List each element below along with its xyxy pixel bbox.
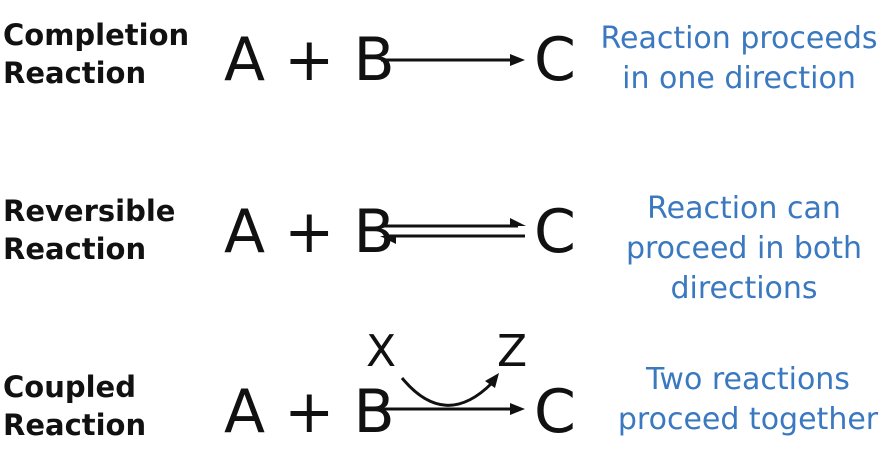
label-line: Completion [3, 18, 190, 52]
description-line: proceed in both [625, 231, 863, 266]
label-line: Reversible [3, 194, 176, 228]
coupled-side-reactant: X [366, 326, 397, 377]
coupled-side-product: Z [497, 326, 528, 377]
label-line: Coupled [3, 370, 136, 404]
description-line: directions [670, 271, 818, 306]
reversible-reactants: A + B [224, 197, 395, 267]
description-line: in one direction [622, 61, 856, 96]
reversible-product: C [534, 197, 576, 267]
reversible-description: Reaction can proceed in both directions [604, 189, 884, 309]
completion-reactants: A + B [224, 25, 395, 95]
reversible-reaction-label: Reversible Reaction [3, 192, 175, 268]
description-line: Reaction proceeds [600, 21, 878, 56]
description-line: Two reactions [646, 362, 850, 397]
description-line: proceed together [617, 402, 879, 437]
single-forward-arrow-icon [381, 54, 525, 66]
coupled-product: C [534, 377, 576, 447]
coupled-reaction-label: Coupled Reaction [3, 368, 146, 444]
completion-product: C [534, 25, 576, 95]
label-line: Reaction [3, 232, 147, 266]
coupled-reactants: A + B [224, 377, 395, 447]
label-line: Reaction [3, 408, 147, 442]
description-line: Reaction can [647, 191, 841, 226]
completion-reaction-label: Completion Reaction [3, 16, 189, 92]
label-line: Reaction [3, 56, 147, 90]
completion-description: Reaction proceeds in one direction [594, 19, 884, 99]
coupled-description: Two reactions proceed together [610, 360, 886, 440]
coupled-curved-arrow-icon [381, 373, 525, 415]
equilibrium-harpoon-arrows-icon [380, 218, 526, 244]
